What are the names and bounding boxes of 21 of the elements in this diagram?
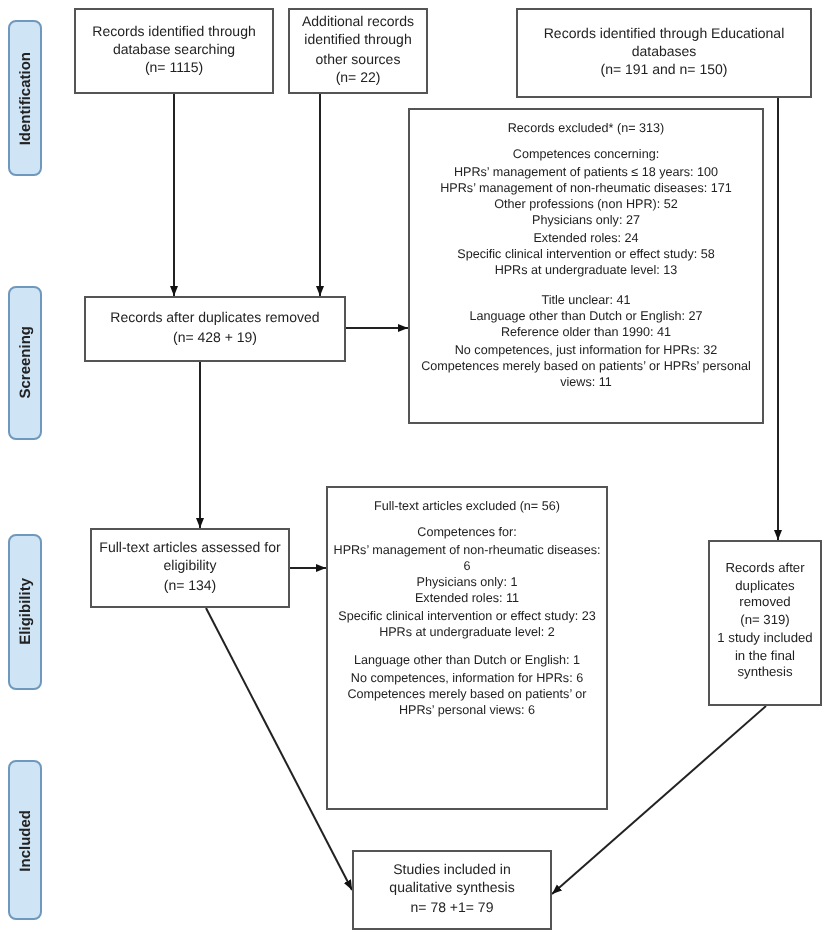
arrow: [774, 97, 782, 541]
process-box: [408, 108, 764, 424]
process-box: [326, 486, 608, 810]
process-box: [516, 8, 812, 98]
arrow: [551, 705, 767, 895]
process-box: [84, 296, 346, 362]
phase-band: [8, 286, 42, 440]
process-box: [74, 8, 274, 94]
phase-band: [8, 534, 42, 690]
arrow: [205, 607, 353, 891]
arrow: [345, 324, 409, 332]
arrow: [316, 93, 324, 297]
process-box: [352, 850, 552, 930]
phase-band: [8, 20, 42, 176]
arrow: [170, 93, 178, 297]
arrow: [289, 564, 327, 572]
arrow: [196, 361, 204, 529]
process-box: [90, 528, 290, 608]
process-box: [288, 8, 428, 94]
process-box: [708, 540, 822, 706]
phase-band: [8, 760, 42, 920]
